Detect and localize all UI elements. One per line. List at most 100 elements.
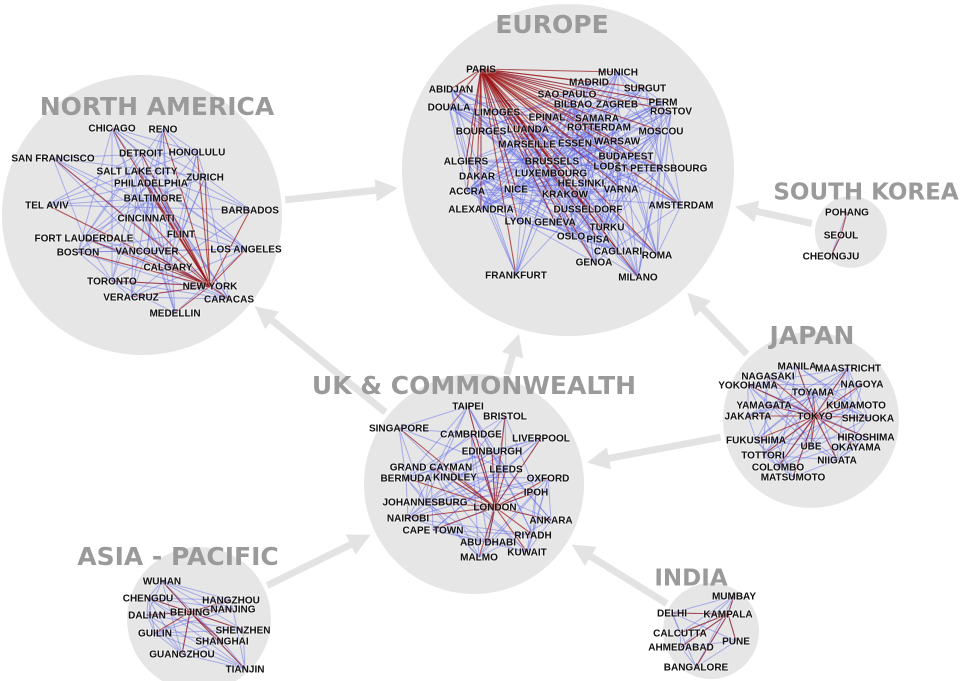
link-blue [147,597,156,634]
link-blue [504,415,507,470]
link-blue [554,130,662,223]
link-blue [679,632,682,648]
link-blue [454,476,549,479]
city-label-chicago: CHICAGO [88,124,135,135]
link-red [162,128,211,287]
flow-arrow-asia-pacific-to-uk-commonwealth [265,534,371,589]
link-red [480,68,662,132]
link-blue [147,580,163,599]
link-red [430,466,496,508]
link-blue [810,404,857,447]
link-red [494,415,506,508]
link-blue [466,128,529,192]
link-blue [83,128,164,239]
link-red [480,68,619,73]
link-blue [407,501,426,519]
link-red [695,613,729,668]
flow-arrow-north-america-to-europe [284,179,398,204]
city-label-tottori: TOTTORI [741,451,785,462]
link-red [476,68,482,177]
link-blue [470,433,480,558]
link-blue [598,101,664,128]
city-label-seoul: SEOUL [824,231,858,242]
city-label-surgut: SURGUT [624,84,666,95]
link-blue [796,365,869,419]
link-blue [136,170,251,211]
city-label-niigata: NIIGATA [817,456,857,467]
link-blue [154,629,244,634]
link-blue [480,130,608,228]
link-red [727,595,735,615]
link-red [130,285,211,298]
link-red [480,68,608,228]
city-label-ipoh: IPOH [524,488,548,499]
link-blue [763,375,769,406]
city-label-medellin: MEDELLIN [149,309,200,320]
link-blue [196,151,206,178]
city-label-turku: TURKU [590,223,625,234]
link-blue [405,437,542,479]
flow-arrow-uk-commonwealth-to-europe [501,333,524,376]
city-label-st-petersbourg: ST PETERSBOURG [615,164,708,175]
link-red [189,608,234,613]
link-blue [111,127,247,250]
city-label-salt-lake-city: SALT LAKE CITY [97,167,178,178]
link-red [480,68,658,256]
link-blue [515,140,618,190]
link-blue [836,446,857,461]
link-blue [637,167,662,278]
link-blue [480,101,664,210]
link-blue [52,157,247,250]
link-blue [564,193,595,263]
link-blue [150,182,247,250]
city-label-cincinnati: CINCINNATI [117,214,174,225]
link-red [480,68,595,263]
city-label-hangzhou: HANGZHOU [202,596,260,607]
link-red [154,611,191,634]
region-title-asia-pacific: ASIA - PACIFIC [77,542,279,571]
region-title-india: INDIA [654,565,727,591]
link-blue [763,391,814,406]
city-label-yokohama: YOKOHAMA [718,381,777,392]
link-red [189,611,244,631]
link-blue [777,391,814,468]
link-blue [812,391,838,461]
link-blue [83,237,148,252]
link-blue [515,101,664,190]
link-blue [580,182,639,278]
link-blue [407,405,469,519]
link-blue [526,519,552,553]
link-blue [162,128,169,268]
flow-arrow-japan-to-europe [687,292,750,357]
link-red [796,365,816,417]
link-red [146,611,191,616]
link-blue [146,614,156,634]
city-label-frankfurt: FRANKFURT [485,271,547,282]
city-label-madrid: MADRID [569,78,609,89]
link-blue [695,640,737,668]
link-blue [161,580,234,610]
link-red [491,450,496,508]
city-label-cheongju: CHEONGJU [803,252,860,263]
link-blue [597,140,618,240]
link-blue [136,170,147,219]
link-red [480,68,556,223]
city-label-munich: MUNICH [598,68,638,79]
city-label-genoa: GENOA [576,258,613,269]
link-blue [450,88,517,276]
link-blue [680,646,697,668]
link-red [478,506,496,558]
link-blue [146,614,244,631]
city-label-nanjing: NANJING [210,605,255,616]
link-blue [515,116,548,190]
link-blue [480,71,619,210]
link-blue [755,439,779,468]
link-blue [465,87,646,162]
region-title-europe: EUROPE [495,10,608,39]
link-blue [152,176,206,199]
link-blue [147,597,232,601]
city-label-shizuoka: SHIZUOKA [842,414,894,425]
links-north-america [46,127,251,314]
link-red [480,68,517,190]
